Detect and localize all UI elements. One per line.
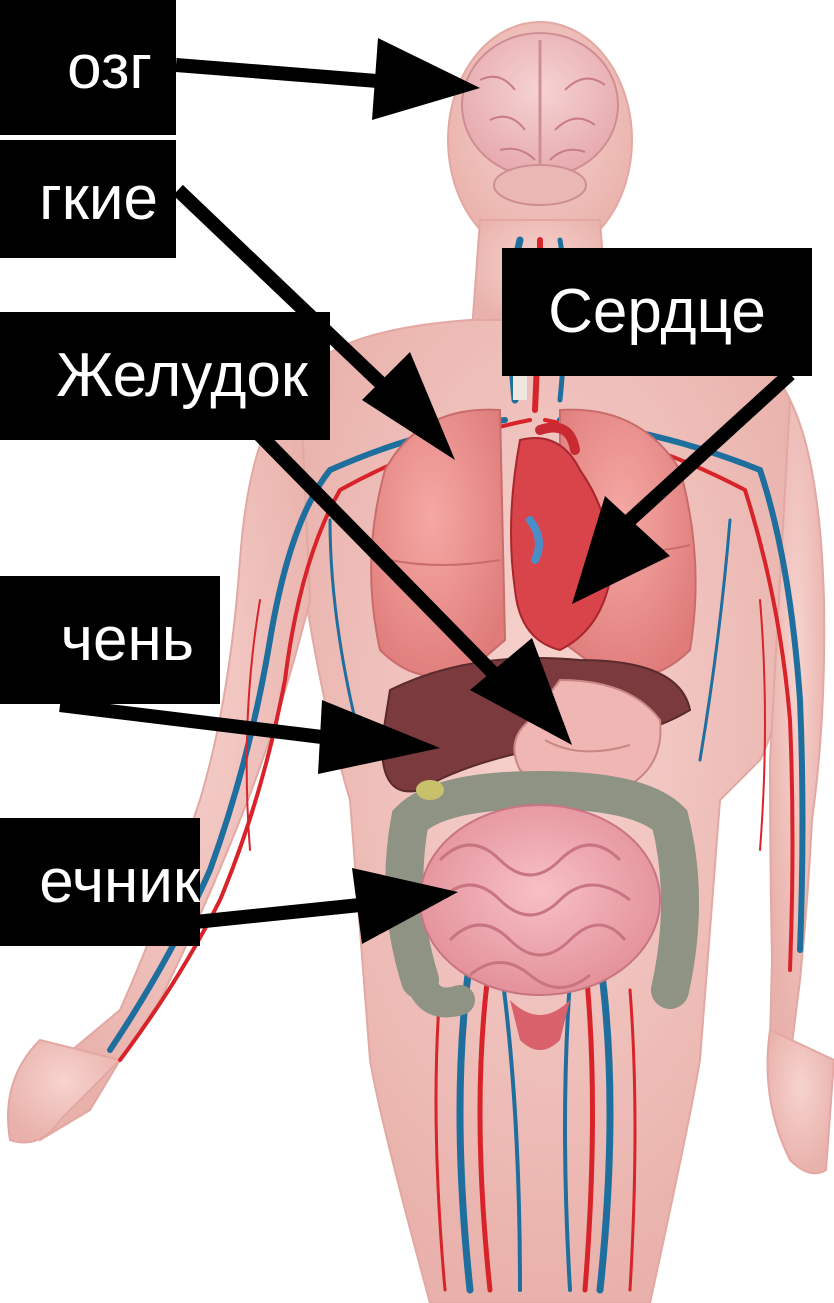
label-lungs: гкие <box>0 140 176 258</box>
gallbladder <box>416 780 444 800</box>
left-hand <box>8 1040 120 1143</box>
label-intestine-text: ечник <box>39 851 200 913</box>
brain-arrow <box>176 38 480 120</box>
label-liver: чень <box>0 576 220 704</box>
label-liver-text: чень <box>61 609 194 671</box>
right-hand <box>768 1030 834 1173</box>
label-stomach-text: Желудок <box>56 345 308 407</box>
label-intestine: ечник <box>0 818 200 946</box>
label-lungs-text: гкие <box>39 168 158 230</box>
label-heart: Сердце <box>502 248 812 376</box>
label-brain-text: озг <box>67 37 152 99</box>
label-heart-text: Сердце <box>548 281 766 343</box>
label-stomach: Желудок <box>0 312 330 440</box>
label-brain: озг <box>0 0 176 135</box>
